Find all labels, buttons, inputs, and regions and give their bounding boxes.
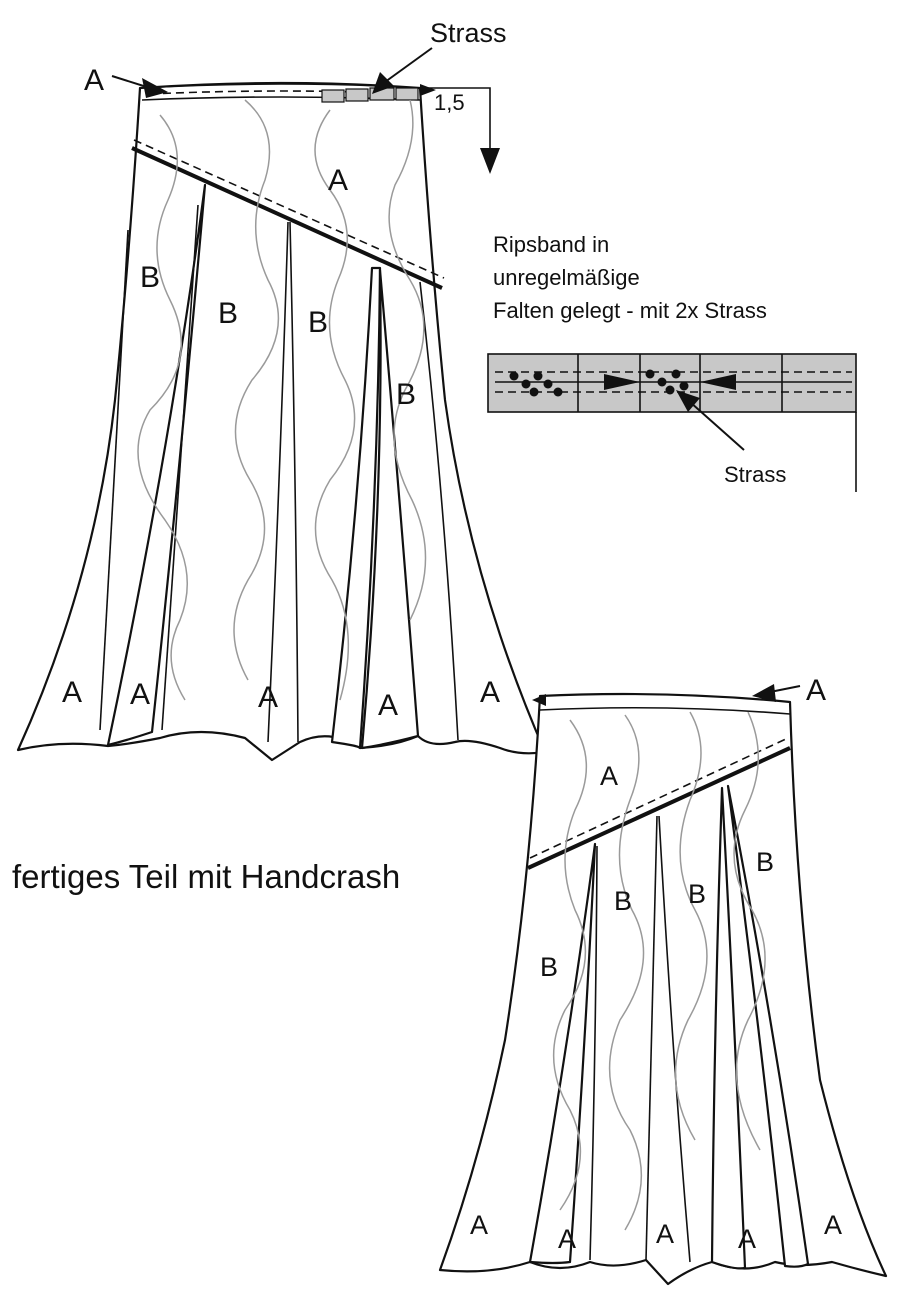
label-a-finished-waist: A <box>806 674 826 707</box>
strass-band-block-4 <box>395 87 419 101</box>
pointer-arrow-finished-a <box>769 685 801 693</box>
label-a-finished-hem-4: A <box>738 1224 756 1254</box>
strass-band-block-2 <box>345 88 369 102</box>
strass-detail-label: Strass <box>724 462 786 487</box>
skirt-finished-godet-2 <box>710 786 747 1270</box>
measurement-small-arrow <box>420 84 436 96</box>
ribbon-detail: Ripsband in unregelmäßige Falten gelegt … <box>487 232 857 492</box>
handcrash-line <box>552 719 588 1211</box>
ribbon-text-line-3: Falten gelegt - mit 2x Strass <box>493 298 767 323</box>
skirt-finished-seam-2 <box>645 815 658 1261</box>
ribbon-arrow-right <box>604 374 640 390</box>
skirt-finished-seam-3 <box>658 815 691 1263</box>
skirt-finished-yoke-stitch <box>529 737 789 859</box>
label-b-panel-3: B <box>308 306 328 339</box>
waist-marker <box>532 694 546 706</box>
label-a-hem-2: A <box>130 678 150 711</box>
ribbon-text-line-2: unregelmäßige <box>493 265 640 290</box>
label-b-finished-3: B <box>688 879 706 909</box>
skirt-finished-waistband <box>539 706 791 715</box>
pointer-arrowhead-strass-detail <box>676 390 700 412</box>
handcrash-line <box>233 99 280 681</box>
strass-band-block-1 <box>321 89 345 103</box>
handcrash-line <box>137 114 189 701</box>
skirt-front-godet-2 <box>330 266 382 750</box>
handcrash-line <box>314 109 356 701</box>
pointer-arrow-strass-detail <box>689 401 745 451</box>
skirt-front-seam-3 <box>267 221 289 743</box>
pointer-arrowhead-finished-a <box>752 684 776 702</box>
ribbon-arrow-left <box>700 374 736 390</box>
label-a-finished-hem-5: A <box>824 1210 842 1240</box>
label-b-panel-1: B <box>140 261 160 294</box>
skirt-front-yoke-stitch <box>133 139 445 279</box>
skirt-front-seam-5 <box>419 281 459 741</box>
skirt-finished: A A B B B B A A A A A <box>438 674 888 1286</box>
handcrash-line <box>674 711 708 1141</box>
handcrash-line <box>733 711 766 1151</box>
label-a-hem-3: A <box>258 681 278 714</box>
skirt-front-seam-1 <box>99 229 129 731</box>
skirt-finished-seam-1 <box>589 845 598 1261</box>
skirt-front-seam-2 <box>161 204 199 731</box>
skirt-finished-yoke-seam <box>527 746 791 870</box>
skirt-front-seam-4 <box>289 221 299 743</box>
pointer-arrowhead-strass <box>372 72 394 94</box>
handcrash-line <box>608 714 645 1231</box>
label-a-hem-1: A <box>62 676 82 709</box>
label-b-panel-2: B <box>218 297 238 330</box>
skirt-front: A A B B B B A A A A A Strass 1,5 <box>16 18 547 762</box>
measurement-arrowhead <box>480 148 500 174</box>
skirt-front-yoke-seam <box>131 146 443 290</box>
skirt-finished-outline <box>438 692 888 1286</box>
strass-label: Strass <box>430 18 507 48</box>
rhinestone-cluster-1 <box>509 371 563 397</box>
label-a-waist: A <box>84 64 104 97</box>
label-a-hem-5: A <box>480 676 500 709</box>
label-a-finished-hem-2: A <box>558 1224 576 1254</box>
measurement-line <box>426 87 491 150</box>
label-b-finished-2: B <box>614 886 632 916</box>
measurement-label: 1,5 <box>434 90 465 115</box>
label-a-yoke: A <box>328 164 348 197</box>
ribbon-text-line-1: Ripsband in <box>493 232 609 257</box>
label-a-finished-yoke: A <box>600 761 618 791</box>
pointer-arrowhead-a <box>142 78 168 98</box>
label-b-finished-4: B <box>756 847 774 877</box>
label-b-finished-1: B <box>540 952 558 982</box>
skirt-front-waistband-stitch <box>149 90 417 95</box>
rhinestone-cluster-2 <box>645 369 689 395</box>
caption: fertiges Teil mit Handcrash <box>12 858 400 895</box>
label-b-panel-4: B <box>396 378 416 411</box>
label-a-finished-hem-1: A <box>470 1210 488 1240</box>
skirt-finished-godet-1 <box>528 842 597 1265</box>
handcrash-line <box>388 99 427 621</box>
pointer-arrow-strass <box>384 47 433 83</box>
skirt-finished-godet-3 <box>726 784 810 1268</box>
label-a-hem-4: A <box>378 689 398 722</box>
ribbon-band <box>487 353 857 413</box>
label-a-finished-hem-3: A <box>656 1219 674 1249</box>
